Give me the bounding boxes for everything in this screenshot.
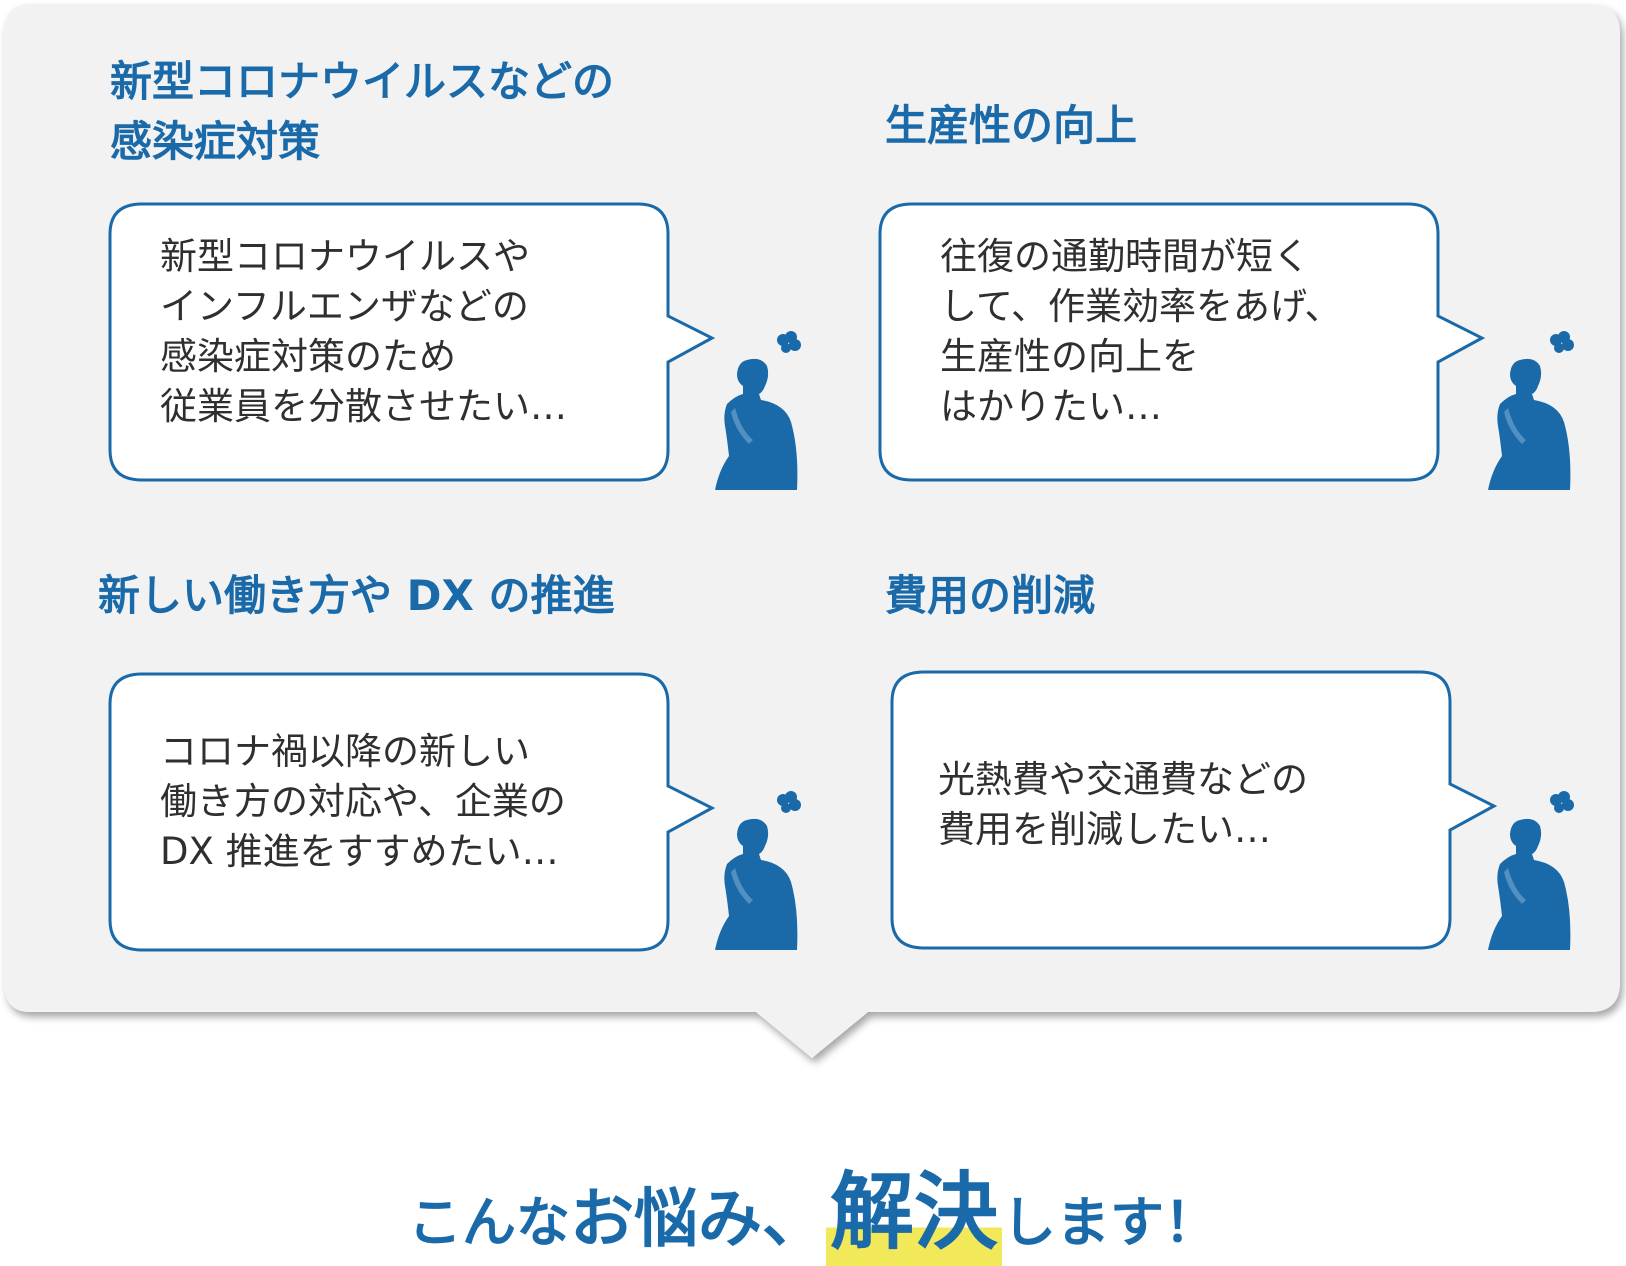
thinking-person-icon: [1488, 791, 1574, 950]
speech-bubble-shape: [890, 670, 1498, 950]
thinking-person-icon: [715, 791, 801, 950]
footer-tagline: こんなお悩み、解決します！: [0, 1145, 1626, 1266]
speech-bubble-shape: [878, 202, 1486, 482]
section-title-productivity: 生産性の向上: [885, 101, 1138, 150]
section-title-new-workstyle-dx: 新しい働き方や DX の推進: [98, 571, 615, 620]
speech-bubble-shape: [108, 202, 716, 482]
bubble-text: 新型コロナウイルスや インフルエンザなどの 感染症対策のため 従業員を分散させた…: [160, 235, 567, 428]
speech-bubble-shape: [108, 672, 716, 952]
section-title-infection-control: 新型コロナウイルスなどの 感染症対策: [110, 57, 615, 166]
thought-cloud-icon: [777, 331, 801, 353]
speech-bubble-new-workstyle-dx: コロナ禍以降の新しい 働き方の対応や、企業の DX 推進をすすめたい…: [108, 672, 716, 954]
thought-cloud-icon: [1550, 791, 1574, 813]
speech-bubble-productivity: 往復の通勤時間が短く して、作業効率をあげ、 生産性の向上を はかりたい…: [878, 202, 1486, 484]
bubble-text: コロナ禍以降の新しい 働き方の対応や、企業の DX 推進をすすめたい…: [160, 730, 566, 873]
footer-text-part3: します！: [1002, 1191, 1218, 1254]
bubble-text: 往復の通勤時間が短く して、作業効率をあげ、 生産性の向上を はかりたい…: [940, 235, 1342, 428]
footer-text-part1: こんな: [407, 1191, 570, 1254]
thought-cloud-icon: [777, 791, 801, 813]
footer-text-part2: お悩み、: [569, 1183, 826, 1257]
speech-bubble-cost-reduction: 光熱費や交通費などの 費用を削減したい…: [890, 670, 1498, 952]
thinking-person-icon: [1488, 331, 1574, 490]
thinking-person-icon: [715, 331, 801, 490]
section-title-cost-reduction: 費用の削減: [885, 571, 1096, 620]
footer-highlight: 解決: [825, 1145, 1002, 1266]
thought-cloud-icon: [1550, 331, 1574, 353]
bubble-text: 光熱費や交通費などの 費用を削減したい…: [938, 758, 1308, 851]
speech-bubble-infection-control: 新型コロナウイルスや インフルエンザなどの 感染症対策のため 従業員を分散させた…: [108, 202, 716, 484]
